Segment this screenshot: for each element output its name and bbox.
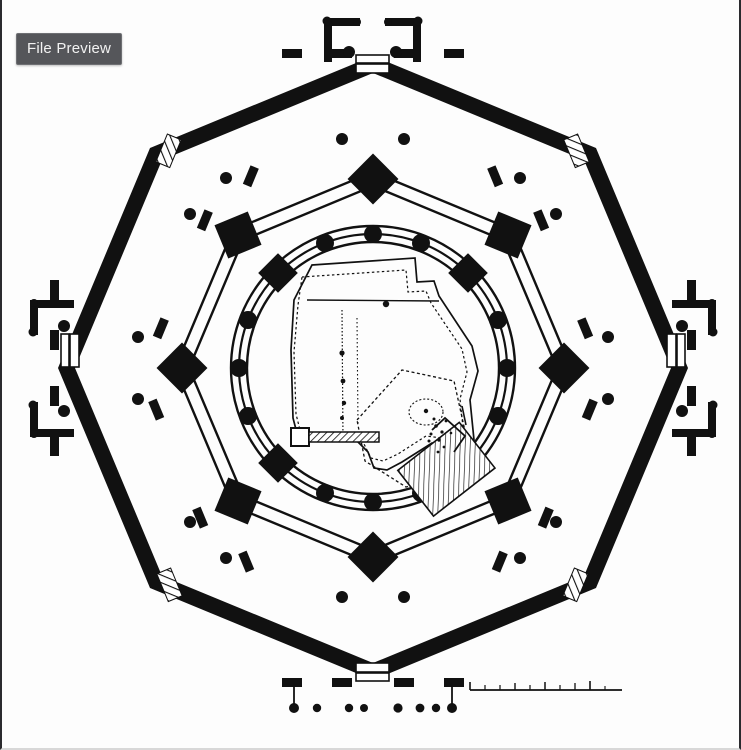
octagonal-arcade-piers — [156, 153, 590, 583]
hatched-wall-segments — [155, 133, 590, 603]
east-door-opening — [676, 333, 686, 368]
file-preview-badge: File Preview — [16, 33, 123, 65]
outer-wall-buttresses — [50, 49, 696, 687]
east-entrance-porch — [666, 299, 718, 438]
rubble-stipple — [427, 417, 453, 454]
octagonal-arcade-columns — [132, 133, 614, 603]
south-door-opening — [355, 672, 390, 682]
south-column-markers — [289, 683, 457, 713]
screen-end-post — [290, 427, 310, 447]
north-door-opening — [355, 54, 390, 64]
screen-balustrade — [290, 427, 380, 447]
west-door-opening — [60, 333, 70, 368]
north-entrance-porch — [322, 16, 423, 74]
cave-staircase — [396, 405, 497, 518]
west-entrance-porch — [28, 299, 80, 438]
south-entrance-porch — [355, 662, 390, 682]
scale-bar — [469, 681, 622, 691]
